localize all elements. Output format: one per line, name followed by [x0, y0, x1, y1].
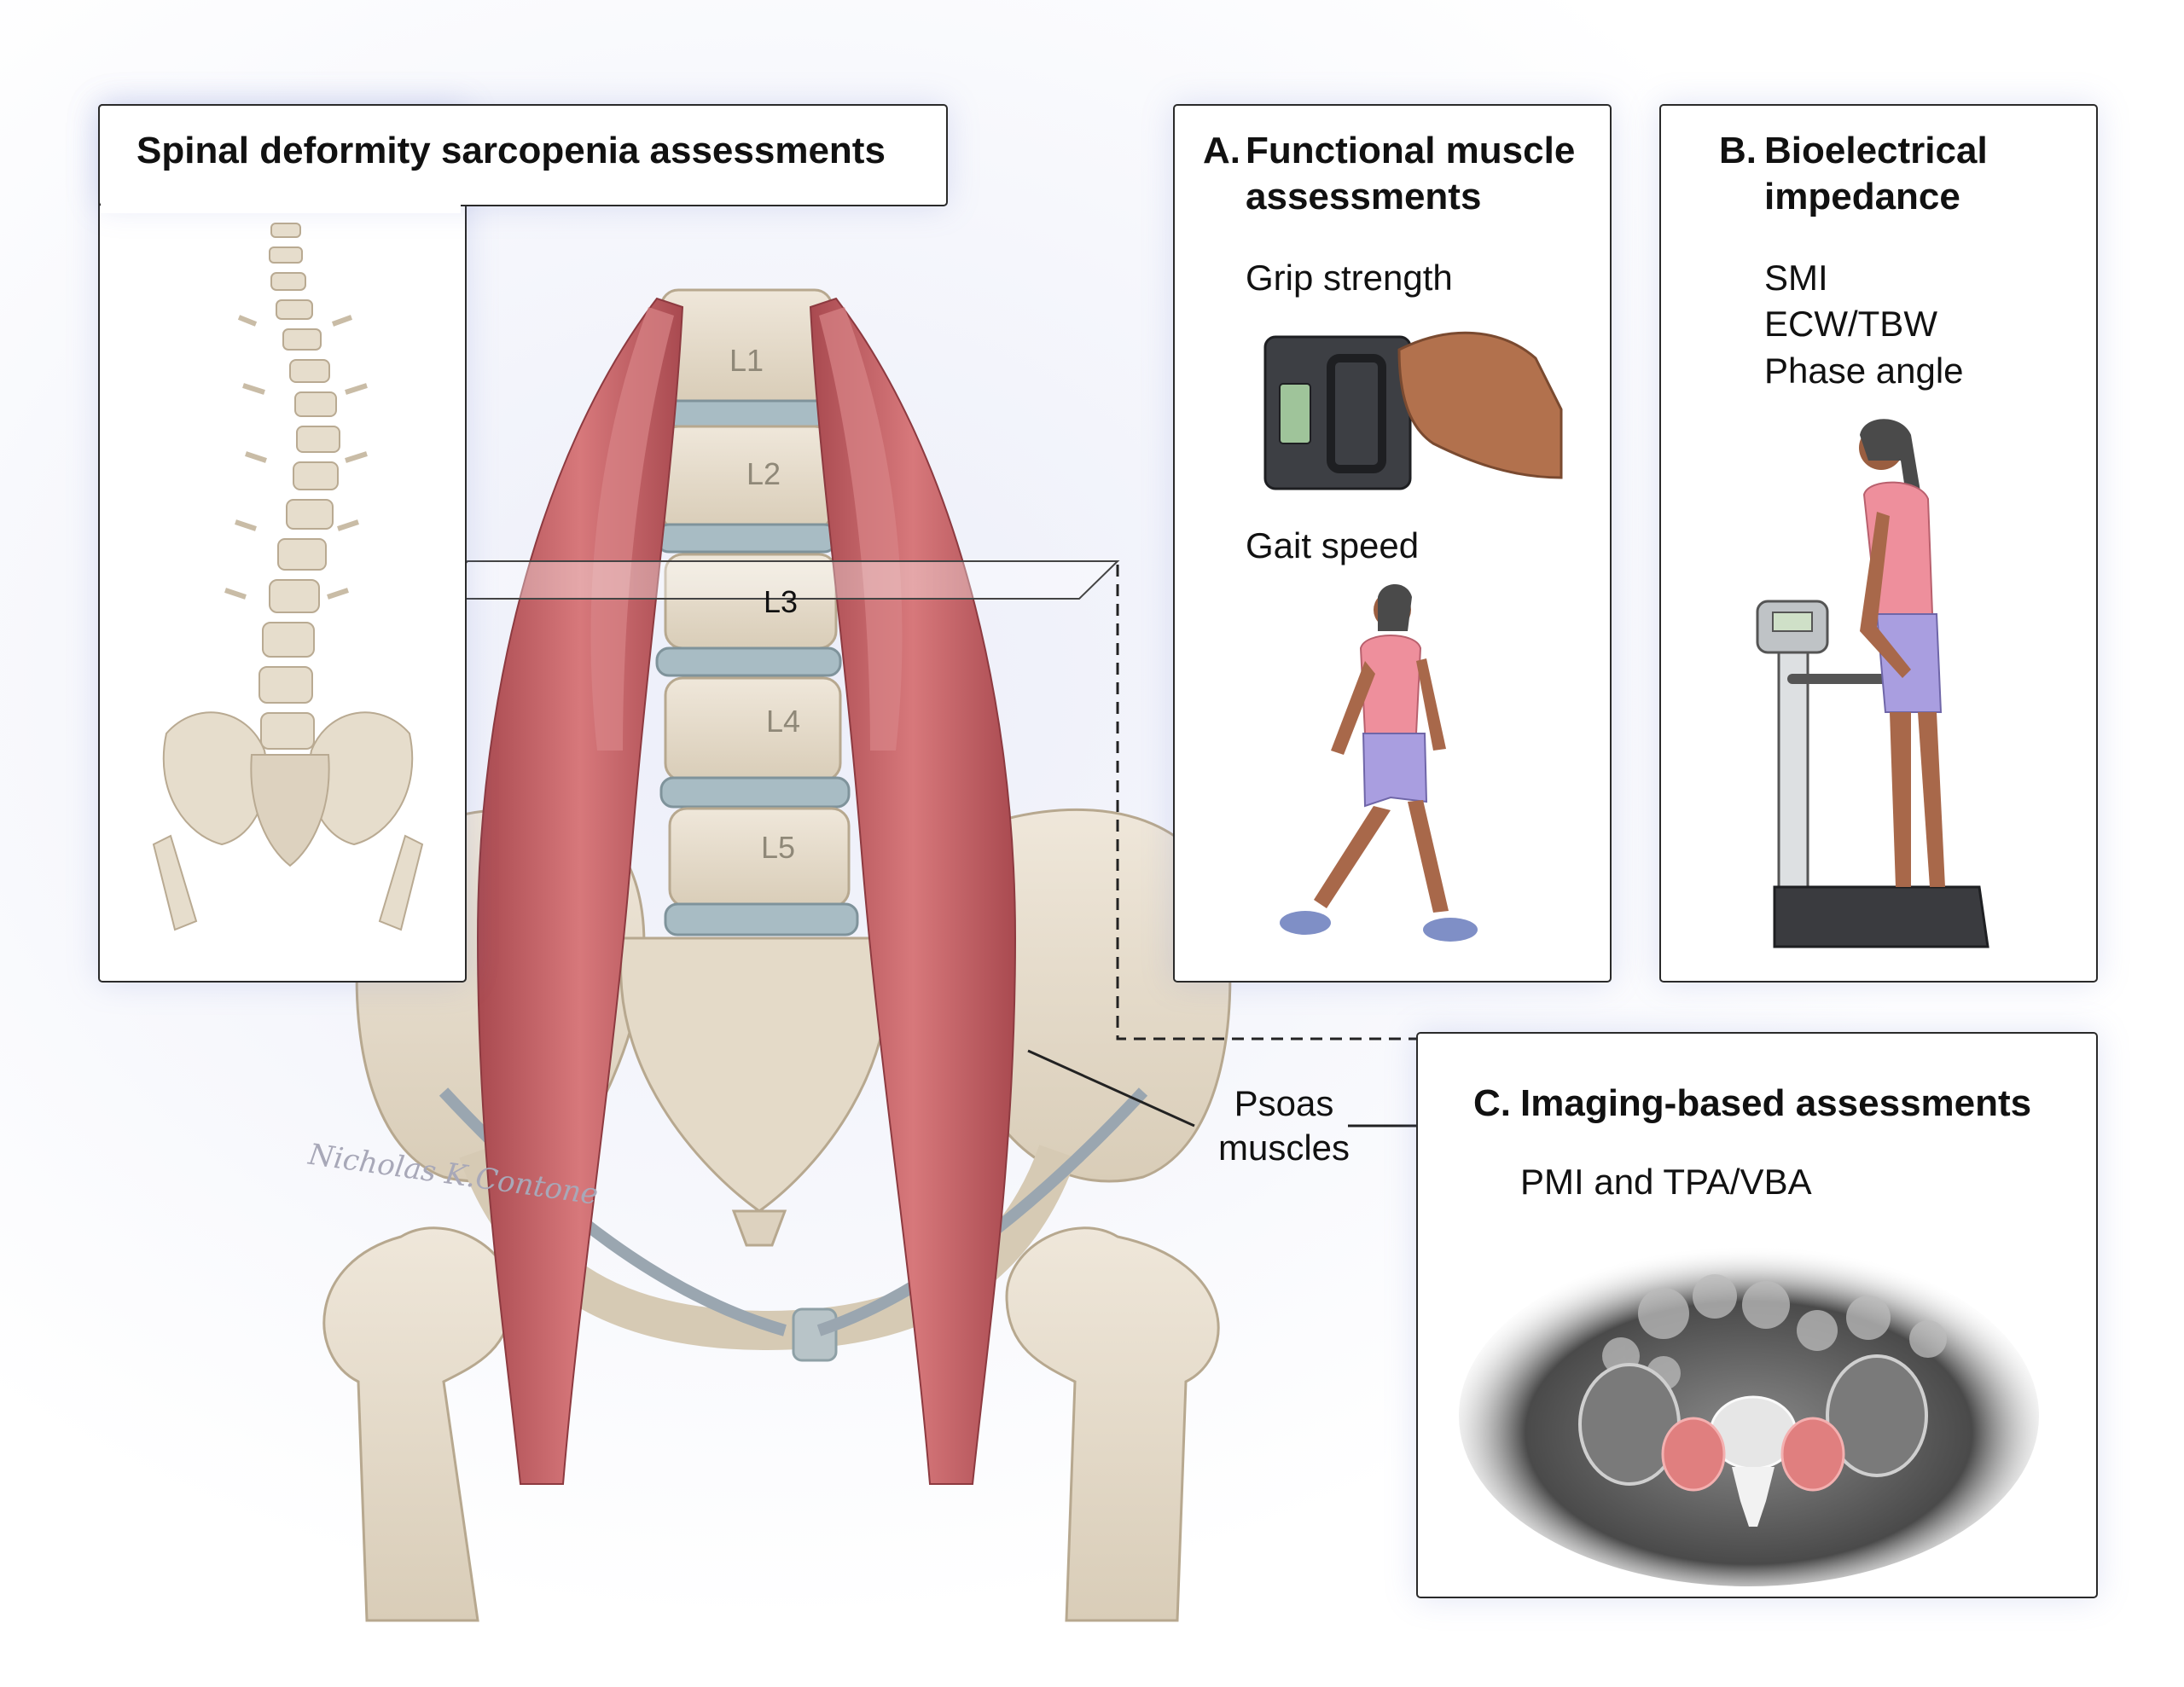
panel-b-item-smi: SMI	[1764, 258, 1828, 298]
lumbar-spine	[655, 288, 859, 936]
vertebra-label-l4: L4	[766, 704, 800, 739]
panel-b-bioimpedance	[1659, 104, 2098, 983]
vertebra-label-l3: L3	[764, 584, 798, 619]
panel-c-subtitle: PMI and TPA/VBA	[1520, 1162, 1812, 1202]
panel-b-title-line2: impedance	[1764, 176, 1960, 217]
vertebra-label-l1: L1	[729, 343, 764, 378]
vertebra-label-l5: L5	[761, 830, 795, 865]
vertebra-label-l2: L2	[746, 456, 781, 491]
psoas-leader-line	[1027, 1049, 1195, 1128]
main-title-box	[98, 104, 948, 206]
main-title: Spinal deformity sarcopenia assessments	[136, 130, 886, 171]
panel-a-gait-speed: Gait speed	[1246, 525, 1420, 565]
slice-connector-dashed	[1116, 565, 1416, 1041]
main-title-cover	[101, 196, 461, 213]
panel-b-letter: B.	[1719, 130, 1757, 171]
panel-b-item-phase-angle: Phase angle	[1764, 351, 1964, 391]
panel-a-title-line2: assessments	[1246, 176, 1482, 217]
panel-c-letter: C.	[1473, 1082, 1511, 1124]
spine-overview-panel	[98, 104, 467, 983]
psoas-label-line1: Psoas	[1234, 1083, 1334, 1123]
psoas-label: Psoas muscles	[1207, 1081, 1361, 1170]
panel-a-letter: A.	[1203, 130, 1240, 171]
panel-a-functional	[1173, 104, 1612, 983]
panel-a-grip-strength: Grip strength	[1246, 258, 1453, 298]
psoas-muscles	[476, 297, 1017, 1485]
psoas-label-line2: muscles	[1217, 1128, 1350, 1168]
panel-b-title-line1: Bioelectrical	[1764, 130, 1988, 171]
panel-b-item-ecw-tbw: ECW/TBW	[1764, 304, 1937, 344]
panel-a-title-line1: Functional muscle	[1246, 130, 1576, 171]
panel-c-title: Imaging-based assessments	[1520, 1082, 2032, 1124]
